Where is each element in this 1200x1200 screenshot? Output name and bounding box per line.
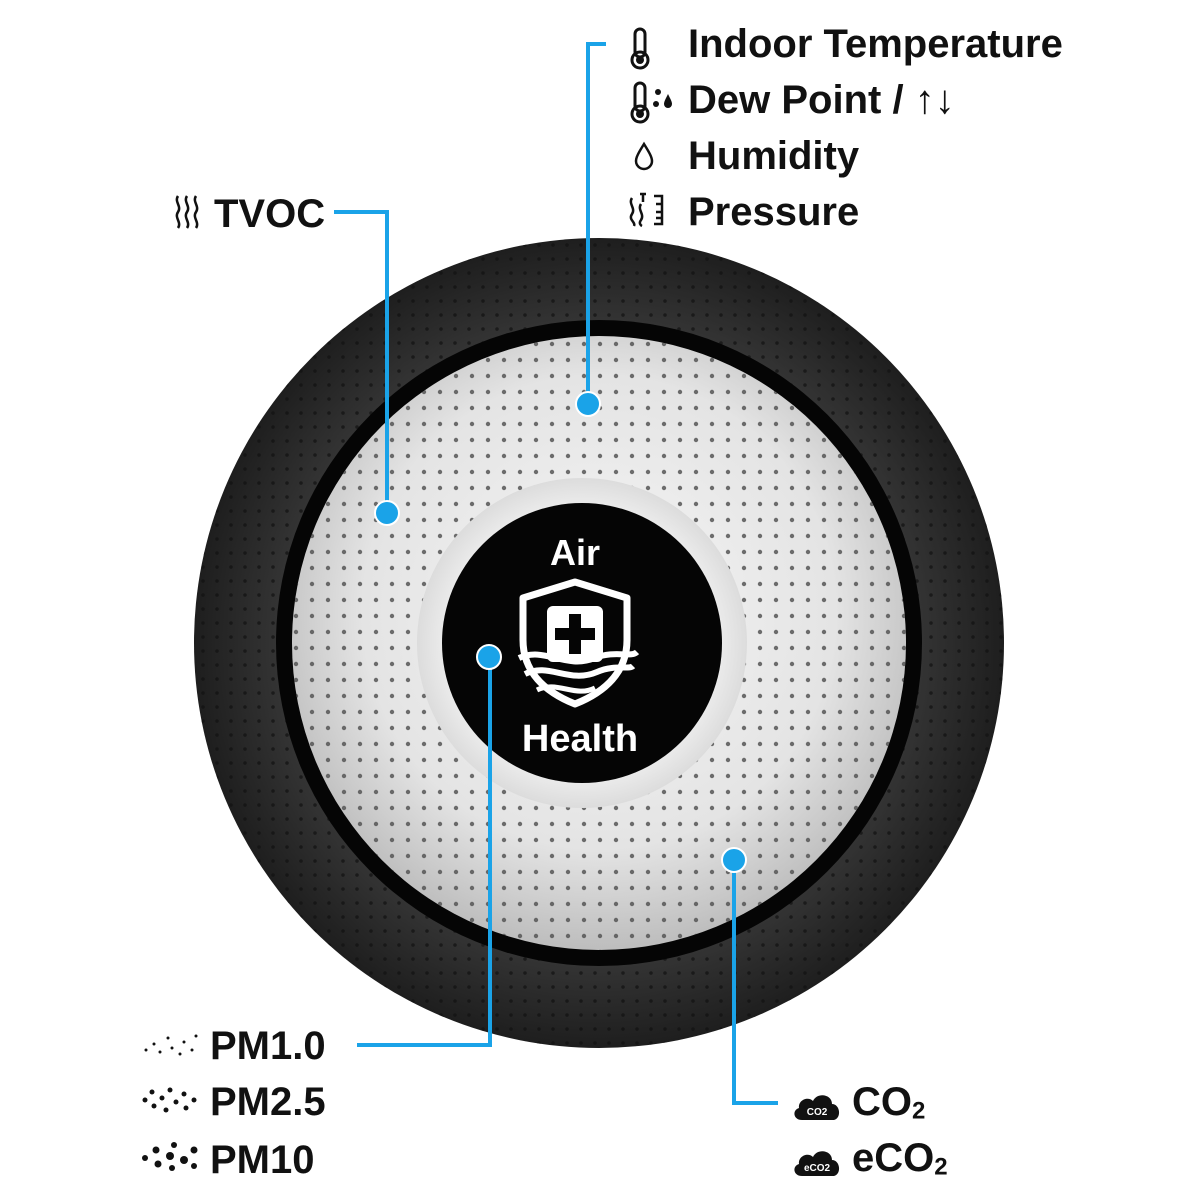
pm10-label: PM10 — [210, 1138, 315, 1182]
logo-health-text: Health — [521, 718, 639, 760]
pm10-particles-icon — [142, 1142, 198, 1171]
indoor-temperature-label: Indoor Temperature — [688, 22, 1063, 66]
callout-dots — [374, 391, 747, 873]
shield-icon — [517, 578, 640, 708]
co2-cloud-icon: CO2 — [794, 1095, 840, 1120]
pm25-particles-icon — [142, 1087, 197, 1113]
logo-air-text: Air — [549, 532, 600, 573]
pressure-label: Pressure — [688, 190, 860, 234]
pm1-particles-icon — [144, 1034, 198, 1056]
pm1-label: PM1.0 — [210, 1024, 326, 1068]
pressure-icon — [629, 192, 664, 228]
callout-lines — [334, 42, 778, 1105]
co2-label: CO2 — [852, 1080, 926, 1125]
humidity-drop-icon — [634, 141, 654, 171]
co2-icon-text: CO2 — [807, 1107, 828, 1118]
eco2-label: eCO2 — [852, 1136, 948, 1181]
dew-point-icon — [630, 81, 672, 124]
eco2-cloud-icon: eCO2 — [794, 1151, 840, 1176]
pm25-label: PM2.5 — [210, 1080, 326, 1124]
thermometer-icon — [630, 27, 650, 70]
eco2-icon-text: eCO2 — [804, 1163, 831, 1174]
tvoc-vapor-icon — [175, 195, 199, 229]
dew-point-label: Dew Point / ↑↓ — [688, 78, 955, 122]
humidity-label: Humidity — [688, 134, 860, 178]
tvoc-label: TVOC — [214, 192, 326, 236]
